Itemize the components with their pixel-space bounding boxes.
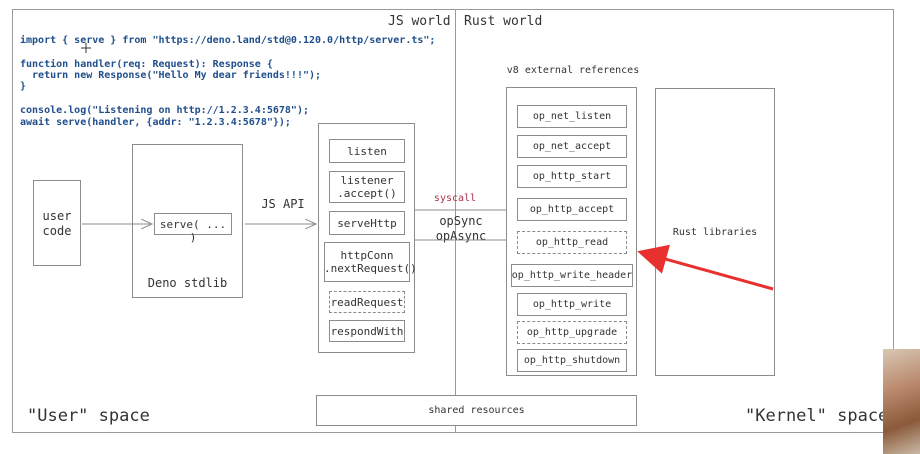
op-box [511,264,633,287]
op-label: op_http_write_header [511,270,633,281]
op-box [517,198,627,221]
js-api-item-listen [329,139,405,163]
js-world-label: JS world [388,14,451,29]
serve-box [154,213,232,235]
diagram-frame [12,9,894,433]
shared-resources-box [316,395,637,426]
world-divider [455,9,456,433]
kernel-space-label: "Kernel" space [745,406,889,426]
user-space-label: "User" space [27,406,150,426]
code-line: return new Response("Hello My dear frien… [20,70,322,81]
user-code-label: user code [42,209,72,238]
js-api-label-accept: listener .accept() [337,174,397,200]
rust-libraries-label: Rust libraries [672,227,758,238]
deno-stdlib-label: Deno stdlib [147,276,228,290]
js-api-item-accept [329,171,405,203]
serve-label: serve( ... ) [159,218,227,244]
webcam-thumbnail [883,349,920,454]
js-api-label-listen: listen [347,145,387,158]
js-api-item-respondwith [329,320,405,342]
op-label: op_net_listen [532,111,612,122]
code-line: console.log("Listening on http://1.2.3.4… [20,105,309,116]
shared-resources-label: shared resources [428,405,525,416]
op-box [517,293,627,316]
user-code-box [33,180,81,266]
op-label: op_http_accept [529,204,615,215]
cursor-icon [81,43,91,53]
op-label: op_http_upgrade [526,327,618,338]
op-label: op_http_write [532,299,612,310]
syscall-label: syscall [433,193,477,204]
code-line: import { serve } from "https://deno.land… [20,35,436,46]
op-box-dashed [517,231,627,254]
op-box [517,105,627,128]
op-label: op_net_accept [532,141,612,152]
rust-libraries-box [655,88,775,376]
js-api-label-readrequest: readRequest [330,296,404,309]
op-label: op_http_shutdown [523,355,621,366]
v8-title: v8 external references [506,65,640,76]
js-api-label-respondwith: respondWith [330,325,404,338]
js-api-item-nextrequest [324,242,410,282]
rust-world-label: Rust world [464,14,543,29]
js-api-item-servehttp [329,211,405,235]
js-api-label-nextrequest: httpConn .nextRequest() [324,249,417,275]
code-line: } [20,81,27,92]
js-api-label: JS API [261,197,305,211]
op-box [517,165,627,188]
code-line: await serve(handler, {addr: "1.2.3.4:567… [20,117,291,128]
op-box [517,349,627,372]
highlight-arrow [637,244,774,291]
op-box-dashed [517,321,627,344]
js-api-label-servehttp: serveHttp [337,217,397,230]
js-api-item-readrequest [329,291,405,313]
op-label: op_http_start [532,171,612,182]
op-label: op_http_read [535,237,609,248]
op-box [517,135,627,158]
code-line: function handler(req: Request): Response… [20,59,273,70]
